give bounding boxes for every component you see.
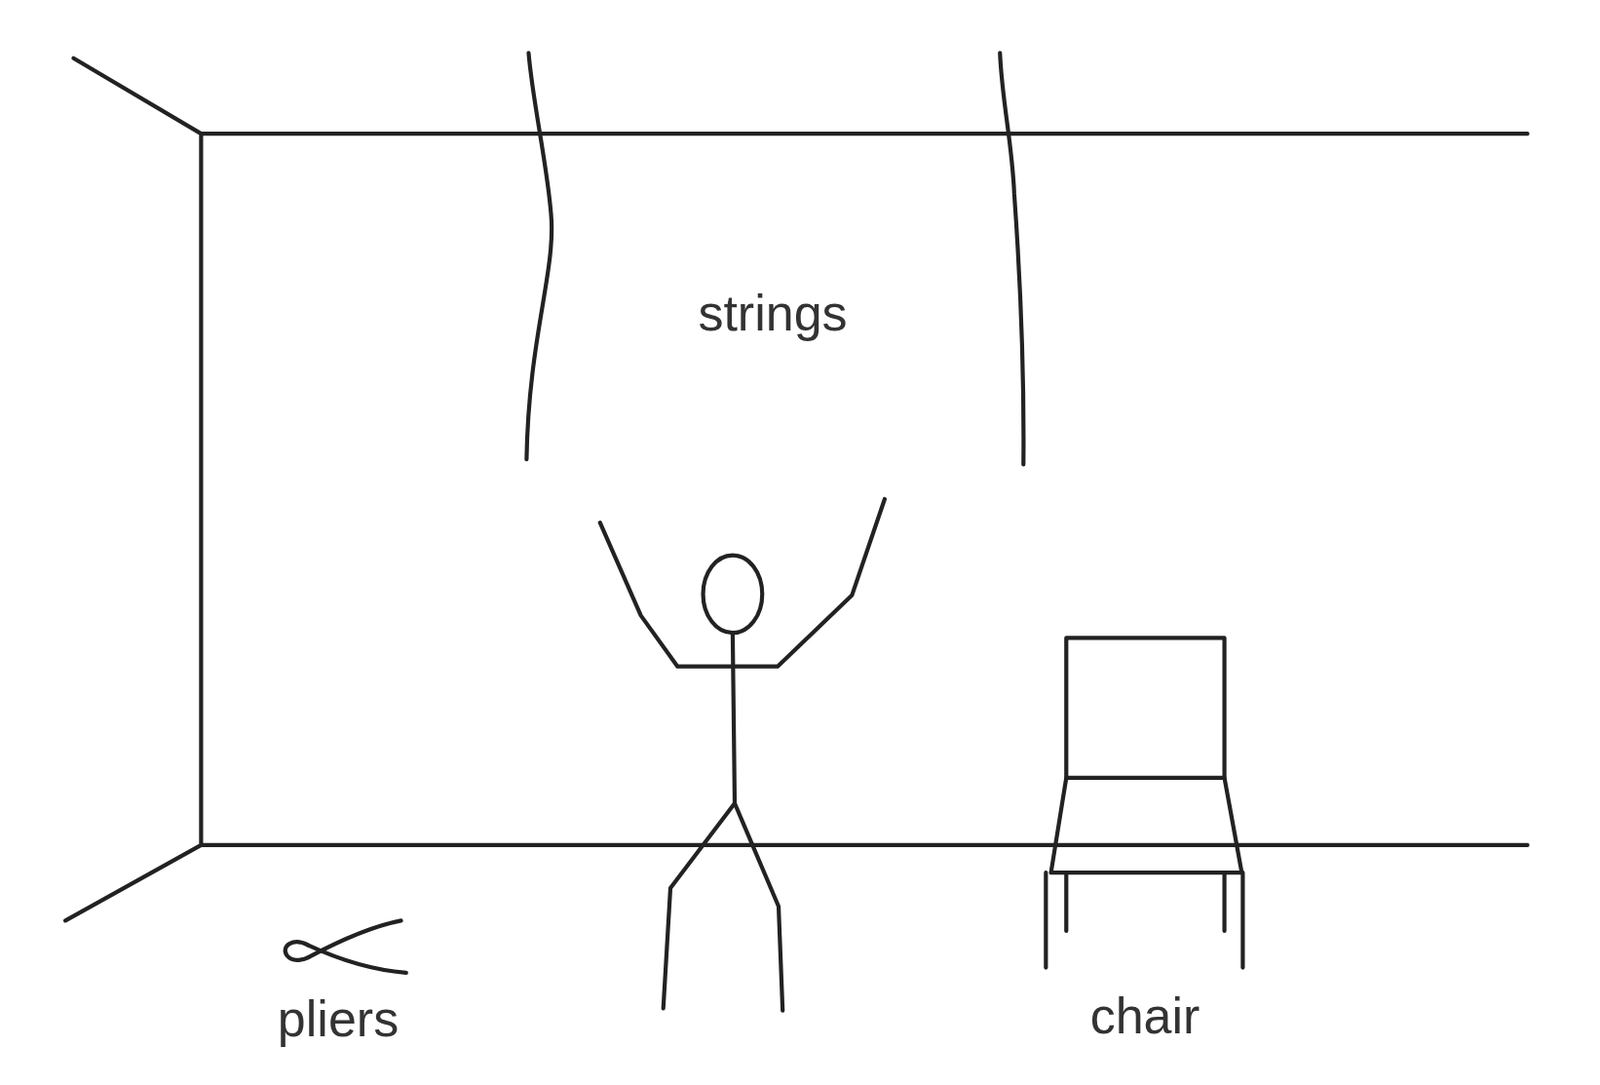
pliers-symbol <box>285 919 407 972</box>
person-figure <box>600 498 885 1011</box>
part-label: chair <box>1090 986 1201 1045</box>
part-label: strings <box>697 283 847 343</box>
part-label: pliers <box>277 989 399 1048</box>
chair-symbol <box>1045 637 1243 967</box>
hanging-string <box>999 52 1024 464</box>
room-walls <box>65 58 1527 921</box>
hanging-string <box>526 52 552 459</box>
